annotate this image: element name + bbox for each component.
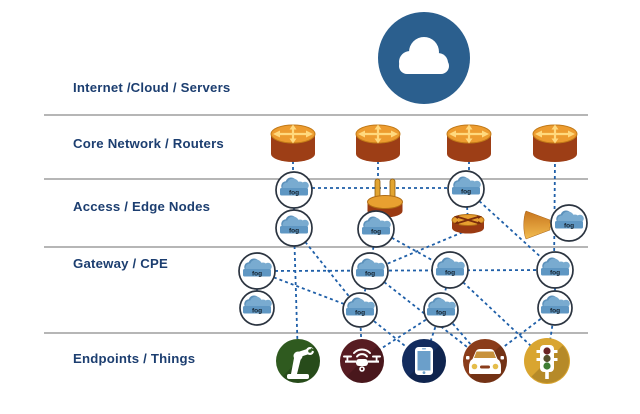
layer-label-core: Core Network / Routers <box>73 136 224 151</box>
svg-text:fog: fog <box>445 270 455 277</box>
wireless-access-point-icon <box>367 178 403 218</box>
fog-node: fog <box>431 251 469 289</box>
fog-node: fog <box>536 251 574 289</box>
drone-icon <box>343 348 381 372</box>
fog-node: fog <box>239 290 275 326</box>
svg-text:fog: fog <box>564 223 574 230</box>
fog-node: fog <box>275 209 313 247</box>
cloud-icon <box>378 12 470 104</box>
switch-icon <box>451 214 485 234</box>
svg-text:fog: fog <box>550 270 560 277</box>
svg-text:fog: fog <box>371 229 381 236</box>
router-icon <box>270 124 316 162</box>
layer-label-internet: Internet /Cloud / Servers <box>73 80 230 95</box>
svg-text:fog: fog <box>550 308 560 315</box>
svg-text:fog: fog <box>289 228 299 235</box>
fog-node: fog <box>275 171 313 209</box>
endpoint-traffic-light <box>523 337 579 393</box>
fog-node: fog <box>342 292 378 328</box>
svg-text:fog: fog <box>436 310 446 317</box>
fog-node: fog <box>550 204 588 242</box>
fog-node: fog <box>238 252 276 290</box>
car-icon <box>466 349 504 374</box>
robot-arm-icon <box>287 347 315 379</box>
core-routers <box>270 124 578 162</box>
layer-label-gateway: Gateway / CPE <box>73 256 168 271</box>
layer-divider-lines <box>44 114 588 334</box>
layer-label-endpoints: Endpoints / Things <box>73 351 195 366</box>
svg-text:fog: fog <box>365 271 375 278</box>
layer-label-access: Access / Edge Nodes <box>73 199 210 214</box>
svg-text:fog: fog <box>252 271 262 278</box>
layer-labels: Internet /Cloud / Servers Core Network /… <box>73 80 230 366</box>
svg-text:fog: fog <box>289 190 299 197</box>
router-icon <box>446 124 492 162</box>
fog-node: fog <box>447 170 485 208</box>
traffic-light-icon <box>536 345 558 379</box>
fog-node: fog <box>423 292 459 328</box>
router-icon <box>532 124 578 162</box>
fog-node: fog <box>357 210 395 248</box>
fog-node: fog <box>351 252 389 290</box>
router-icon <box>355 124 401 162</box>
fog-nodes: fog fog fog fog <box>238 170 588 328</box>
svg-text:fog: fog <box>461 189 471 196</box>
endpoint-devices <box>274 337 579 393</box>
smartphone-icon <box>415 347 433 375</box>
svg-text:fog: fog <box>355 310 365 317</box>
fog-node: fog <box>537 290 573 326</box>
svg-text:fog: fog <box>252 308 262 315</box>
